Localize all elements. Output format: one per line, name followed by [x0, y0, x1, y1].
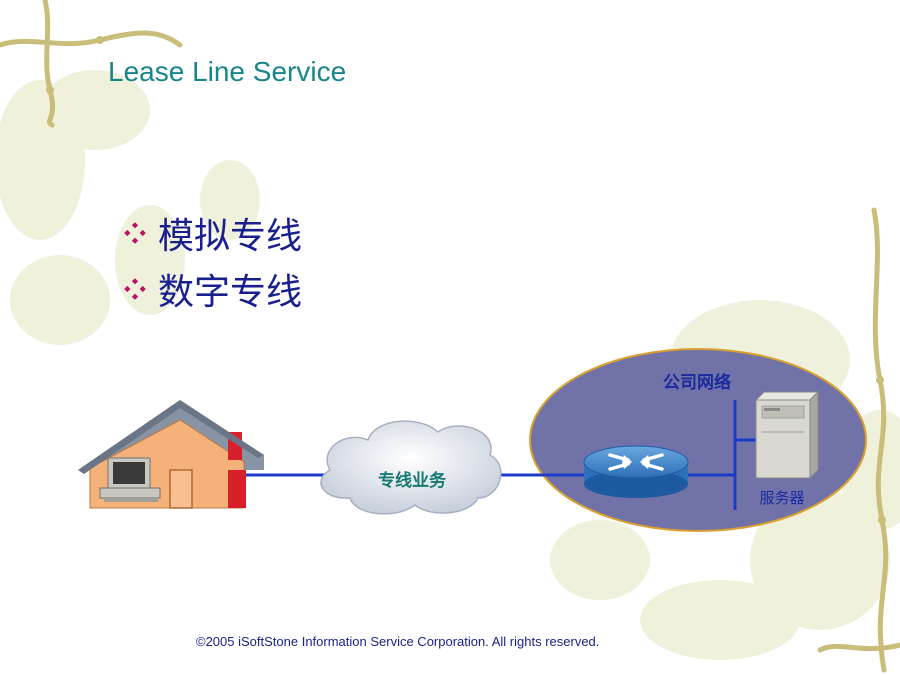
server-label: 服务器 [759, 489, 804, 507]
bullet-list: 模拟专线 数字专线 [124, 205, 302, 317]
router-icon [583, 445, 689, 498]
cloud-icon [320, 420, 502, 515]
network-label: 公司网络 [663, 372, 731, 393]
cloud-label: 专线业务 [378, 470, 447, 491]
computer-icon [99, 457, 161, 502]
bullet-diamond-icon [124, 278, 146, 300]
bullet-item: 模拟专线 [124, 205, 302, 261]
slide-title: Lease Line Service [108, 56, 347, 87]
server-icon [754, 390, 820, 480]
bullet-item: 数字专线 [124, 261, 302, 317]
bullet-text: 模拟专线 [158, 216, 303, 257]
bullet-diamond-icon [124, 222, 146, 244]
bullet-text: 数字专线 [158, 272, 303, 313]
footer-copyright: ©2005 iSoftStone Information Service Cor… [196, 634, 600, 649]
